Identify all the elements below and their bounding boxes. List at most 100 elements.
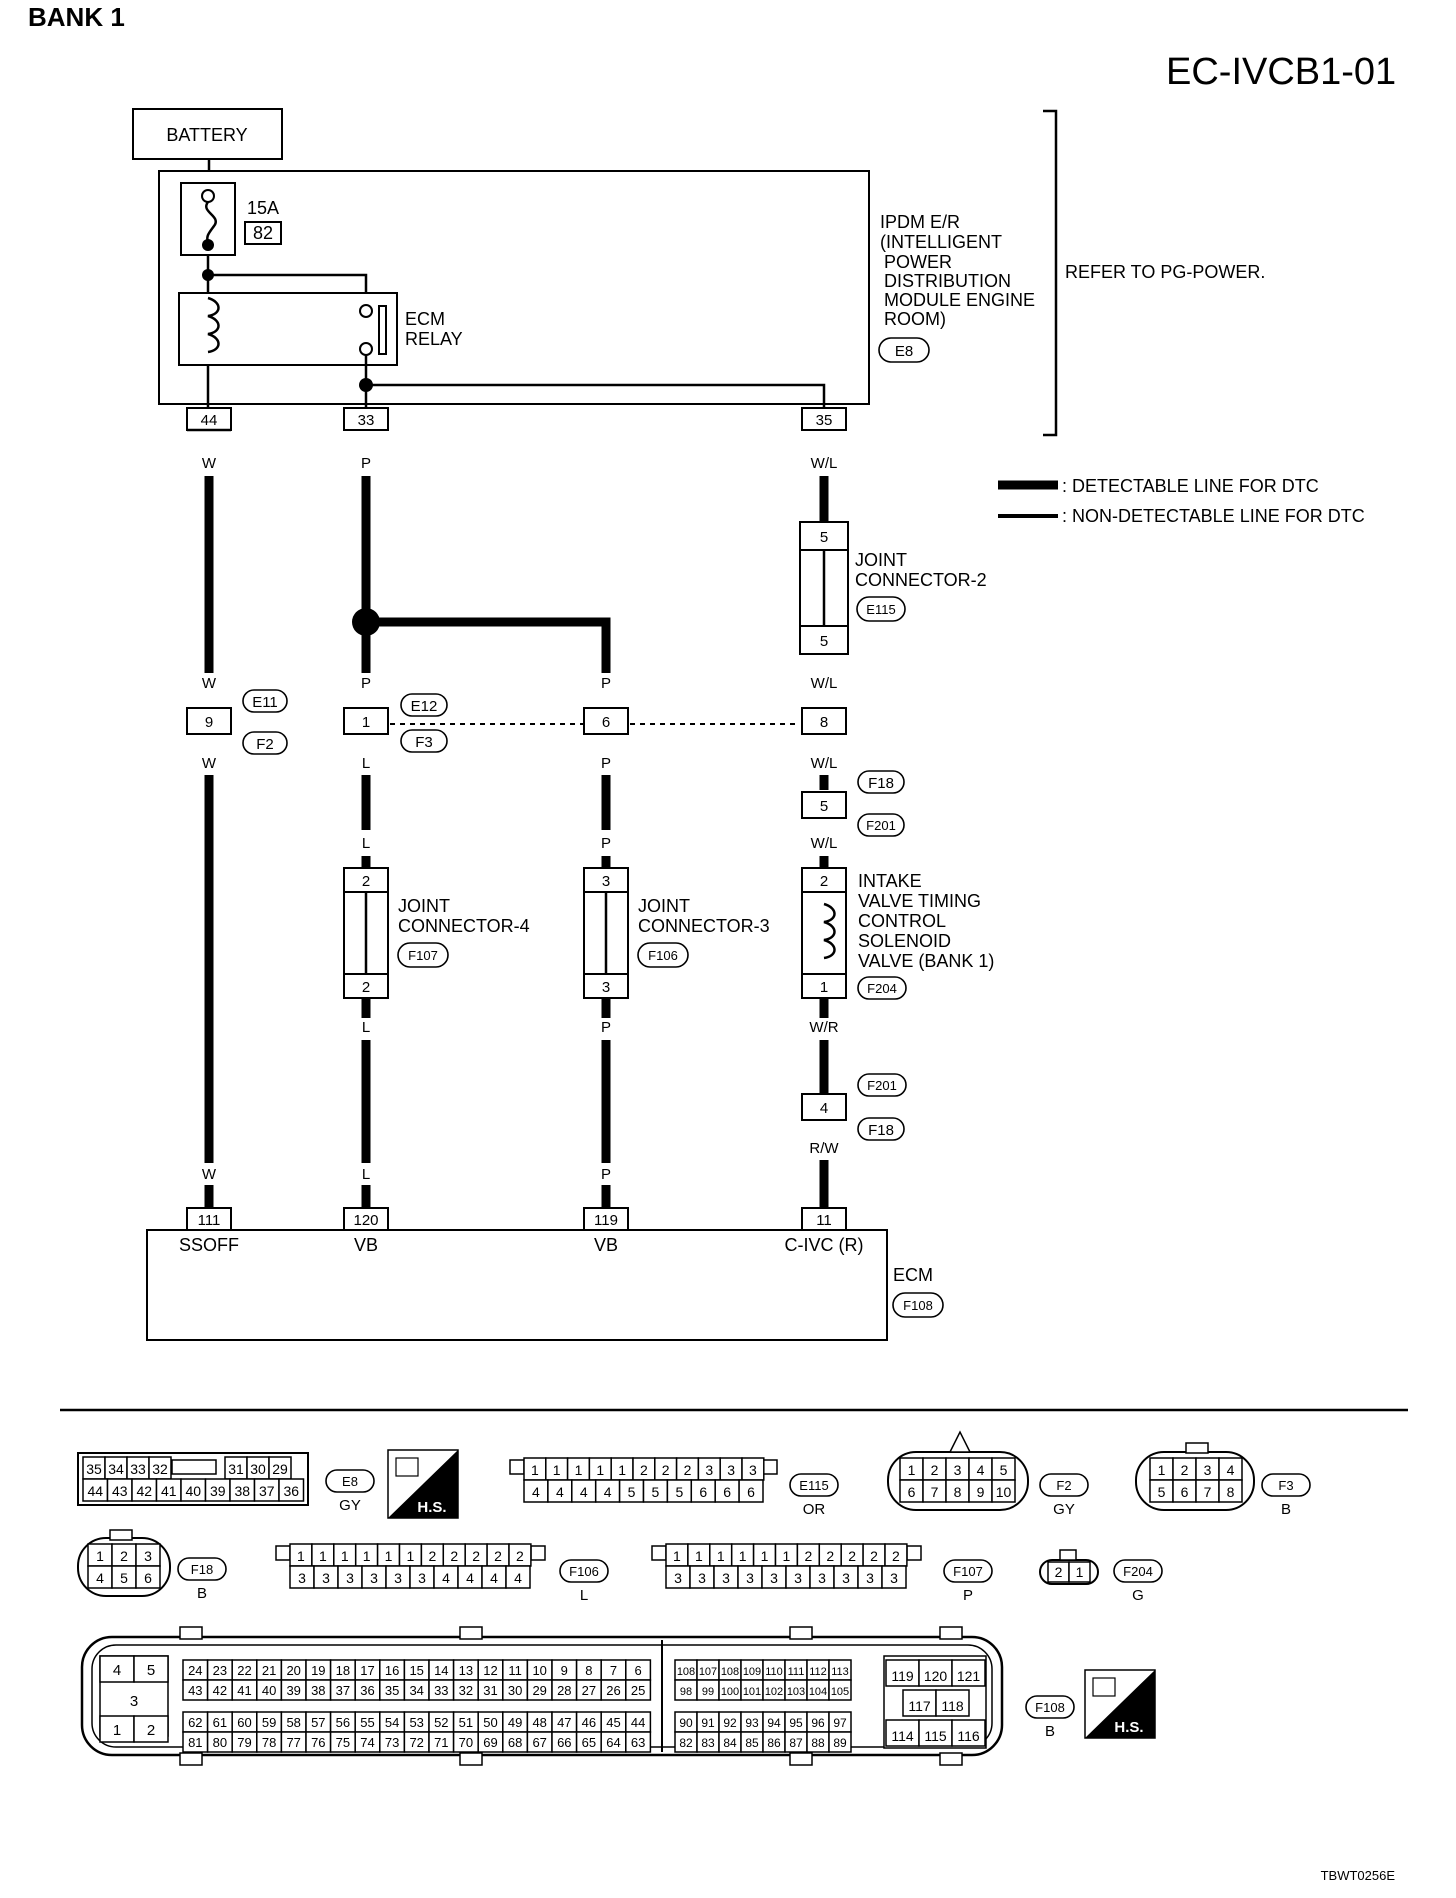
f204-pins-cell <box>1068 1561 1091 1583</box>
f107-top-pin: 1 <box>717 1548 725 1564</box>
f108-mid1-pin: 109 <box>743 1666 761 1678</box>
legend-non-detectable: : NON-DETECTABLE LINE FOR DTC <box>1062 506 1365 526</box>
svg-text:5: 5 <box>820 798 828 815</box>
joint-connector-3: 3 3 <box>583 867 629 999</box>
f108-bottom-notch <box>459 1752 483 1766</box>
f107-bottom-pin: 3 <box>746 1570 754 1586</box>
svg-text:44: 44 <box>201 412 218 429</box>
f107-bottom-pin: 3 <box>698 1570 706 1586</box>
f108-mid1-pin: 112 <box>809 1666 827 1678</box>
svg-text:W/L: W/L <box>811 455 838 472</box>
f107-top-pin: 1 <box>673 1548 681 1564</box>
f108-row1-pin: 21 <box>262 1663 276 1678</box>
f108-row2-pin: 25 <box>631 1683 645 1698</box>
f108-row3-pin: 54 <box>385 1715 399 1730</box>
f108-row1-pin: 22 <box>237 1663 251 1678</box>
svg-text:W: W <box>202 755 217 772</box>
f108-row1-pin: 19 <box>311 1663 325 1678</box>
e8-id: E8 <box>342 1474 358 1489</box>
f108-right-bot-pin: 114 <box>891 1728 914 1744</box>
f108-mid1-pin: 110 <box>765 1666 783 1678</box>
f108-mid2-pin: 103 <box>787 1686 805 1698</box>
f3-top-pin: 1 <box>1158 1462 1166 1478</box>
e115-top-pin: 2 <box>640 1462 648 1478</box>
f108-right-bot-pin: 116 <box>957 1728 980 1744</box>
f107-tab-right <box>906 1545 922 1561</box>
f108-mid3-pin: 91 <box>701 1716 715 1730</box>
svg-text:L: L <box>362 1019 370 1036</box>
f3-bottom-pin: 7 <box>1204 1484 1212 1500</box>
svg-text:P: P <box>601 1019 611 1036</box>
f106-top-pin: 1 <box>385 1548 393 1564</box>
f18-bottom-pin: 4 <box>96 1570 104 1586</box>
f108-left-cell <box>99 1655 135 1683</box>
f108-mid3-pin: 94 <box>767 1716 781 1730</box>
ecm-terminal-11: 11 <box>801 1207 847 1231</box>
f108-row4-pin: 76 <box>311 1735 325 1750</box>
svg-text:2: 2 <box>362 873 370 890</box>
f108-row4-pin: 68 <box>508 1735 522 1750</box>
e8-top-pin: 33 <box>130 1461 146 1477</box>
f3-key <box>1185 1442 1209 1454</box>
svg-text:L: L <box>362 755 370 772</box>
f2-top-pin: 1 <box>908 1462 916 1478</box>
f204-pins-pin: 1 <box>1076 1564 1084 1580</box>
svg-text:W: W <box>202 455 217 472</box>
f106-top-pin: 1 <box>341 1548 349 1564</box>
f106-top-pin: 1 <box>319 1548 327 1564</box>
f108-row1-pin: 16 <box>385 1663 399 1678</box>
ipdm-connector-e8: E8 <box>895 343 913 360</box>
f108-row4-pin: 75 <box>336 1735 350 1750</box>
joint-connector-4: 2 2 <box>343 867 389 999</box>
f108-mid4-pin: 83 <box>701 1736 715 1750</box>
f108-row2-pin: 32 <box>459 1683 473 1698</box>
e115-tab-left <box>509 1459 525 1475</box>
f106-tab-left <box>275 1545 291 1561</box>
f108-row4-pin: 67 <box>532 1735 546 1750</box>
svg-text:P: P <box>361 455 371 472</box>
f108-row2-pin: 26 <box>606 1683 620 1698</box>
f108-right-top-cell <box>951 1659 986 1687</box>
e8-bottom-pin: 36 <box>283 1483 299 1499</box>
svg-text:P: P <box>361 675 371 692</box>
f18-key <box>109 1529 133 1541</box>
f108-row2-pin: 29 <box>532 1683 546 1698</box>
f3-bottom-pin: 5 <box>1158 1484 1166 1500</box>
f106-bottom-pin: 3 <box>346 1570 354 1586</box>
f108-row1-pin: 12 <box>483 1663 497 1678</box>
f108-row3-pin: 44 <box>631 1715 645 1730</box>
f108-top-notch <box>179 1626 203 1640</box>
f108-row2-pin: 37 <box>336 1683 350 1698</box>
ecm-relay-label-2: RELAY <box>405 329 463 349</box>
f107-top-pin: 1 <box>761 1548 769 1564</box>
f108-row2-pin: 36 <box>360 1683 374 1698</box>
ipdm-line-2: (INTELLIGENT <box>880 232 1002 252</box>
f108-row3-pin: 60 <box>237 1715 251 1730</box>
harness-pin-6: 6 <box>583 707 629 735</box>
f108-row3-pin: 45 <box>606 1715 620 1730</box>
e115-bottom-pin: 5 <box>675 1484 683 1500</box>
f18-bottom-pin: 6 <box>144 1570 152 1586</box>
ecm-terminal-119: 119 <box>583 1207 629 1231</box>
e8-bottom-pin: 38 <box>234 1483 250 1499</box>
joint4-label-1: JOINT <box>398 896 450 916</box>
joint4-label-2: CONNECTOR-4 <box>398 916 530 936</box>
ipdm-terminal-33: 33 <box>343 407 389 431</box>
f108-row1-pin: 7 <box>610 1663 617 1678</box>
f108-row1-pin: 10 <box>532 1663 546 1678</box>
f2-key <box>948 1430 972 1453</box>
e115-bottom-pin: 6 <box>747 1484 755 1500</box>
svg-text:4: 4 <box>820 1100 828 1117</box>
f108-row4-pin: 79 <box>237 1735 251 1750</box>
svg-text:111: 111 <box>198 1212 221 1229</box>
f106-bottom-pin: 4 <box>490 1570 498 1586</box>
f107-bottom-pin: 3 <box>866 1570 874 1586</box>
ipdm-line-3: POWER <box>884 252 952 272</box>
e115-bottom-pin: 6 <box>723 1484 731 1500</box>
svg-text:3: 3 <box>602 873 610 890</box>
f107-bottom-cell <box>881 1565 907 1589</box>
svg-text:F201: F201 <box>866 818 896 833</box>
f108-row2-pin: 40 <box>262 1683 276 1698</box>
f108-mid2-pin: 101 <box>743 1686 761 1698</box>
